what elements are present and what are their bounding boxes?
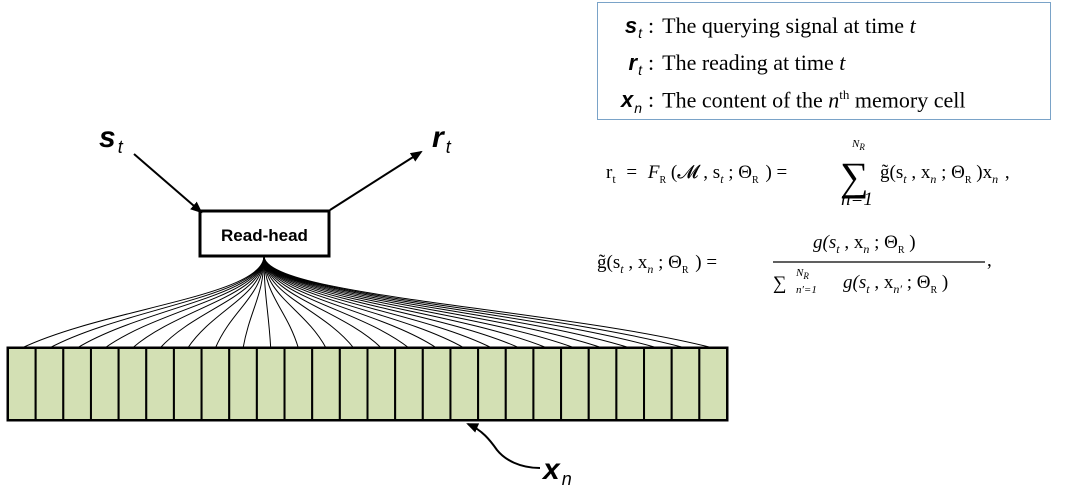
memory-cell [698, 347, 728, 421]
fan-line [263, 255, 714, 349]
svg-text:NR: NR [851, 138, 865, 152]
svg-text:g(st , xn′ ; ΘR: g(st , xn′ ; ΘR ) [843, 272, 948, 298]
read-head-label: Read-head [221, 226, 308, 245]
connection-fan [21, 255, 714, 349]
memory-cell [366, 347, 397, 421]
memory-cell [117, 347, 148, 421]
memory-cell [532, 347, 563, 421]
fan-line [214, 255, 265, 349]
memory-cell [89, 347, 120, 421]
memory-cell [394, 347, 424, 421]
fan-line [132, 255, 265, 349]
memory-cell [200, 347, 231, 421]
fan-line [263, 255, 299, 349]
fan-line [263, 255, 631, 349]
legend-item-reading: rt:The reading at time t [598, 50, 846, 79]
fan-line [263, 255, 382, 349]
fan-line [21, 255, 265, 349]
memory-pointer-arrow [466, 423, 541, 469]
fan-line [263, 255, 410, 349]
fan-line [104, 255, 265, 349]
memory-cell [560, 347, 590, 421]
memory-cells [6, 346, 729, 422]
svg-text:n=1: n=1 [841, 189, 873, 210]
svg-text:rt = FR (𝓜: rt = FR (𝓜 , st ; ΘR ) = [606, 162, 787, 188]
fan-line [76, 255, 265, 349]
memory-cell [7, 347, 37, 421]
legend-item-querying-signal: st:The querying signal at time t [598, 13, 916, 41]
memory-cell [643, 347, 673, 421]
memory-cell [477, 347, 507, 421]
fan-line [263, 255, 272, 349]
memory-cell [255, 347, 286, 421]
input-arrow [133, 153, 203, 214]
fan-line [263, 255, 465, 349]
svg-text:n′=1: n′=1 [796, 284, 817, 296]
memory-cell [283, 347, 314, 421]
legend-box: st:The querying signal at time t rt:The … [597, 2, 1051, 120]
equation-weight: g̃(st , xn ; ΘR ) = g(st , xn ; ΘR ) ∑ N… [597, 232, 992, 298]
fan-line [187, 255, 265, 349]
read-head-box [198, 209, 331, 258]
memory-cell [145, 347, 175, 421]
svg-text:NR: NR [795, 267, 809, 281]
fan-line [159, 255, 265, 349]
memory-cell [172, 347, 203, 421]
memory-cell [421, 347, 452, 421]
memory-cell [228, 347, 258, 421]
svg-text:,: , [987, 250, 992, 271]
fan-line [263, 255, 437, 349]
fan-line [242, 255, 265, 349]
fan-line [263, 255, 686, 349]
output-arrow [329, 150, 423, 211]
legend-symbol: rt [628, 50, 642, 79]
fan-line [49, 255, 265, 349]
fan-line [263, 255, 493, 349]
svg-text:g̃(st , xn ; ΘR: g̃(st , xn ; ΘR )xn , [880, 162, 1010, 188]
legend-symbol: xn [620, 87, 642, 116]
svg-text:∑: ∑ [840, 154, 869, 199]
memory-cell [504, 347, 535, 421]
memory-cell [615, 347, 646, 421]
memory-cell [449, 347, 480, 421]
memory-cell [62, 347, 92, 421]
legend-item-memory-cell: xn:The content of the nth memory cell [598, 87, 966, 116]
memory-cell [587, 347, 618, 421]
svg-text:g(st , xn ; ΘR: g(st , xn ; ΘR ) [813, 232, 916, 258]
memory-cell [338, 347, 369, 421]
memory-cell [311, 347, 341, 421]
svg-text:∑: ∑ [773, 273, 787, 294]
memory-cell [670, 347, 701, 421]
equation-reading: rt = FR (𝓜 , st ; ΘR ) = ∑ NR n=1 g̃(st … [606, 138, 1010, 210]
legend-symbol: st [624, 13, 642, 42]
svg-text:g̃(st , xn ; ΘR: g̃(st , xn ; ΘR ) = [597, 252, 717, 278]
memory-cell [34, 347, 65, 421]
